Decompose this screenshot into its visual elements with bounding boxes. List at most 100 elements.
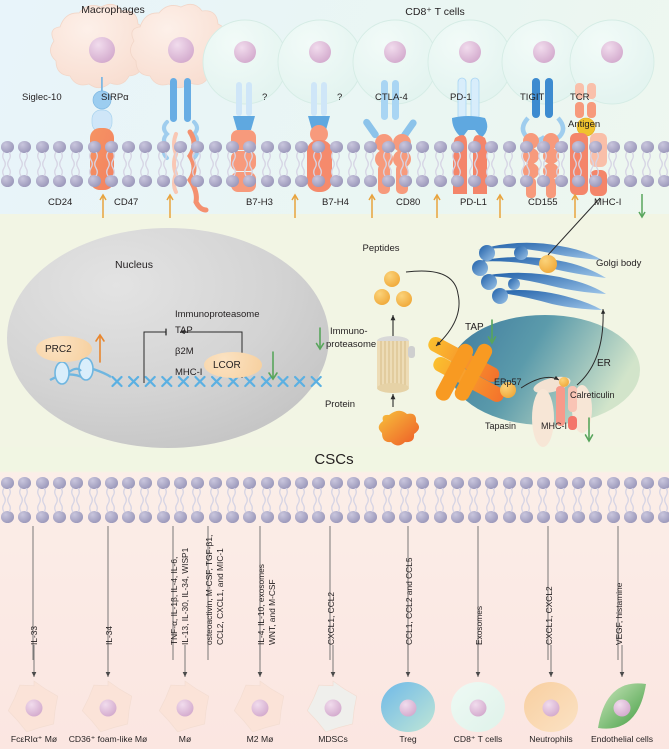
receptor-label-unknown-2: ? xyxy=(337,92,343,103)
membrane-lipid-head xyxy=(174,511,187,523)
immunoproteasome-label-line2: proteasome xyxy=(326,339,377,350)
membrane-lipid-head xyxy=(589,175,603,187)
membrane-lipid-head xyxy=(243,175,257,187)
membrane-lipid-tail xyxy=(417,152,427,176)
membrane-lipid-tail xyxy=(607,488,617,512)
target-cell-label-4: MDSCs xyxy=(318,734,348,744)
membrane-lipid-head xyxy=(225,477,239,489)
tapasin-label: Tapasin xyxy=(485,421,517,431)
ligand-label-mhc-i: MHC-I xyxy=(594,197,622,208)
membrane-lipid-head xyxy=(554,141,568,153)
target-cell-label-5: Treg xyxy=(399,734,417,744)
membrane-lipid-head xyxy=(641,141,655,153)
membrane-lipid-tail xyxy=(88,488,98,512)
target-cell-label-0: FcεRIα⁺ Mø xyxy=(10,734,58,744)
membrane-lipid-head xyxy=(381,477,395,489)
membrane-lipid-head xyxy=(658,477,669,489)
membrane-lipid-head xyxy=(260,511,274,523)
membrane-lipid-tail xyxy=(278,488,288,512)
membrane-lipid-tail xyxy=(451,152,461,176)
membrane-lipid-tail xyxy=(365,488,375,512)
target-cell-label-6: CD8⁺ T cells xyxy=(453,734,503,744)
membrane-lipid-head xyxy=(35,477,49,489)
membrane-lipid-tail xyxy=(226,152,236,176)
membrane-lipid-head xyxy=(122,477,136,489)
membrane-lipid-head xyxy=(277,141,291,153)
secretion-label-8: CXCL1, CXCL2 xyxy=(544,586,554,645)
membrane-lipid-tail xyxy=(192,488,202,512)
membrane-lipid-head xyxy=(554,175,568,187)
immunoproteasome-label-line1: Immuno- xyxy=(330,326,368,337)
membrane-lipid-head xyxy=(641,175,655,187)
membrane-lipid-head xyxy=(208,477,222,489)
membrane-lipid-head xyxy=(641,511,655,523)
membrane-lipid-head xyxy=(347,141,360,153)
membrane-lipid-head xyxy=(364,477,378,489)
membrane-lipid-head xyxy=(139,477,153,489)
membrane-lipid-head xyxy=(208,141,222,153)
membrane-lipid-head xyxy=(606,511,620,523)
membrane-lipid-head xyxy=(1,141,14,153)
membrane-lipid-tail xyxy=(382,488,392,512)
membrane-lipid-head xyxy=(260,175,274,187)
membrane-lipid-head xyxy=(104,477,118,489)
membrane-lipid-head xyxy=(208,511,222,523)
membrane-lipid-head xyxy=(537,141,551,153)
membrane-lipid-tail xyxy=(2,488,11,512)
target-cell-label-3: M2 Mø xyxy=(246,734,274,744)
membrane-lipid-head xyxy=(606,141,620,153)
membrane-lipid-tail xyxy=(123,152,133,176)
membrane-lipid-tail xyxy=(486,488,496,512)
membrane-lipid-head xyxy=(433,511,447,523)
macrophages-title: Macrophages xyxy=(81,4,145,16)
membrane-lipid-head xyxy=(70,175,84,187)
membrane-lipid-head xyxy=(571,175,585,187)
membrane-lipid-head xyxy=(243,511,257,523)
membrane-lipid-head xyxy=(312,511,326,523)
membrane-lipid-tail xyxy=(399,152,409,176)
secretion-label-5: CXCL1, CCL2 xyxy=(326,591,336,645)
membrane-lipid-tail xyxy=(607,152,617,176)
receptor-label-tcr: TCR xyxy=(570,92,590,103)
secretion-label-7: Exosomes xyxy=(474,605,484,645)
membrane-lipid-tail xyxy=(469,488,479,512)
membrane-lipid-tail xyxy=(382,152,392,176)
er-label: ER xyxy=(597,358,611,369)
membrane-lipid-head xyxy=(520,175,533,187)
membrane-lipid-tail xyxy=(486,152,496,176)
membrane-lipid-tail xyxy=(71,152,81,176)
membrane-lipid-tail xyxy=(642,488,652,512)
membrane-lipid-head xyxy=(450,175,464,187)
membrane-lipid-head xyxy=(537,175,551,187)
membrane-lipid-head xyxy=(468,175,482,187)
membrane-lipid-head xyxy=(398,175,412,187)
membrane-lipid-tail xyxy=(261,152,271,176)
membrane-lipid-head xyxy=(623,511,637,523)
membrane-lipid-head xyxy=(658,175,669,187)
membrane-lipid-head xyxy=(156,141,170,153)
membrane-lipid-head xyxy=(485,477,499,489)
membrane-lipid-tail xyxy=(503,152,513,176)
membrane-lipid-tail xyxy=(399,488,409,512)
membrane-lipid-head xyxy=(295,477,309,489)
membrane-lipid-tail xyxy=(19,488,29,512)
membrane-lipid-head xyxy=(347,511,360,523)
membrane-lipid-head xyxy=(70,511,84,523)
membrane-lipid-tail xyxy=(624,152,634,176)
membrane-lipid-tail xyxy=(417,488,427,512)
membrane-lipid-head xyxy=(18,141,32,153)
membrane-lipid-head xyxy=(329,511,343,523)
membrane-lipid-tail xyxy=(53,152,63,176)
protein-label-prc2: PRC2 xyxy=(45,344,72,355)
membrane-lipid-head xyxy=(52,141,66,153)
membrane-lipid-head xyxy=(277,477,291,489)
membrane-lipid-tail xyxy=(659,488,669,512)
prc2-complex-shape xyxy=(36,336,92,362)
membrane-lipid-head xyxy=(641,477,655,489)
membrane-lipid-head xyxy=(589,141,603,153)
membrane-lipid-tail xyxy=(244,152,254,176)
membrane-lipid-head xyxy=(571,477,585,489)
membrane-lipid-head xyxy=(243,141,257,153)
membrane-lipid-head xyxy=(260,141,274,153)
